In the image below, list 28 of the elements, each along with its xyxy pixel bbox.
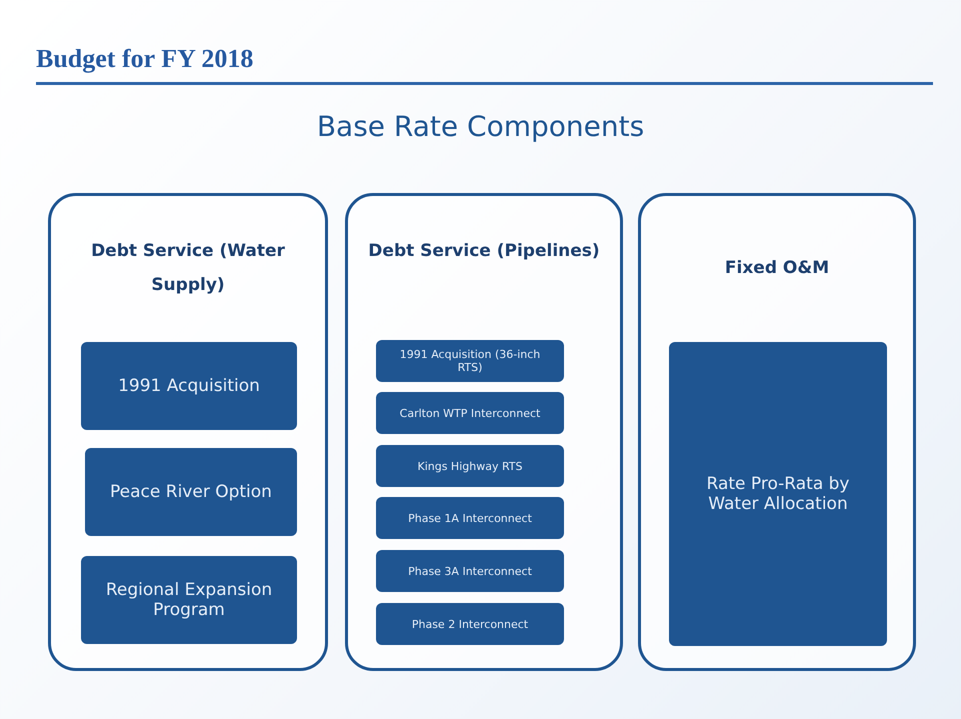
group-heading: Debt Service (Pipelines) [367, 240, 601, 263]
component-label: Phase 2 Interconnect [412, 618, 528, 630]
component-box [376, 445, 564, 487]
component-box [81, 556, 297, 644]
component-box [376, 550, 564, 592]
slide-subtitle: Base Rate Components [316, 110, 646, 143]
component-label: 1991 Acquisition [118, 376, 260, 396]
component-box [376, 392, 564, 434]
component-box [669, 342, 887, 646]
component-label: Carlton WTP Interconnect [400, 406, 540, 420]
component-box [81, 342, 297, 430]
component-box [376, 340, 564, 382]
group-panel [638, 193, 916, 671]
component-label: Rate Pro-Rata by Water Allocation [706, 474, 850, 514]
group-panel [48, 193, 328, 671]
slide-title: Budget for FY 2018 [36, 44, 254, 74]
component-label: Phase 3A Interconnect [408, 564, 532, 578]
component-label: Peace River Option [110, 482, 272, 502]
group-panel [345, 193, 623, 671]
component-label: Regional Expansion Program [104, 580, 274, 620]
component-box [376, 603, 564, 645]
component-box [85, 448, 297, 536]
group-heading: Debt Service (Water Supply) [90, 240, 286, 297]
group-heading: Fixed O&M [724, 257, 830, 280]
component-box [376, 497, 564, 539]
component-label: 1991 Acquisition (36-inch RTS) [398, 348, 542, 374]
component-label: Kings Highway RTS [417, 460, 523, 472]
component-label: Phase 1A Interconnect [408, 512, 532, 524]
